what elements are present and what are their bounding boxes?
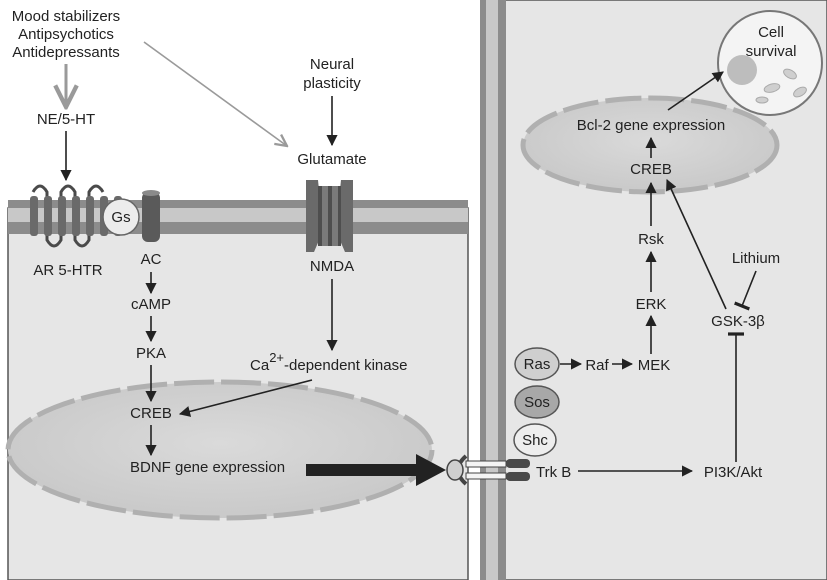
nmda-label: NMDA <box>310 258 354 275</box>
right-membrane-inner <box>486 0 498 580</box>
ras-node <box>514 347 560 381</box>
drug-label-antidepressants: Antidepressants <box>12 44 120 61</box>
arrow-gsk3b-to-creb <box>666 178 727 310</box>
arrow-bdnf-to-trkb <box>306 454 446 486</box>
left-nuclear-envelope <box>5 379 435 521</box>
kinase-text: -dependent kinase <box>284 357 407 374</box>
receptor-label: AR 5-HTR <box>33 262 102 279</box>
glutamate-label: Glutamate <box>297 151 366 168</box>
bcl2-label: Bcl-2 gene expression <box>577 117 725 134</box>
surviving-cell-icon <box>717 10 823 116</box>
drug-label-antipsychotics: Antipsychotics <box>18 26 114 43</box>
ne-5ht-label: NE/5-HT <box>37 111 95 128</box>
arrow-kinase-to-creb <box>178 379 313 417</box>
left-creb-label: CREB <box>130 405 172 422</box>
ac-label: AC <box>141 251 162 268</box>
trkb-label: Trk B <box>536 464 571 481</box>
nmda-receptor-icon <box>306 180 353 252</box>
neural-label: Neural <box>310 56 354 73</box>
mek-label: MEK <box>638 357 671 374</box>
rsk-label: Rsk <box>638 231 664 248</box>
sos-label: Sos <box>524 394 550 411</box>
gs-label: Gs <box>111 209 130 226</box>
drug-label-mood-stabilizers: Mood stabilizers <box>12 8 120 25</box>
shc-label: Shc <box>522 432 548 449</box>
arrow-bcl2-to-cell-survival <box>667 71 724 111</box>
inhibit-lithium-gsk3b <box>733 270 757 311</box>
lithium-label: Lithium <box>732 250 780 267</box>
plasticity-label: plasticity <box>303 75 361 92</box>
sos-node <box>514 385 560 419</box>
left-nucleus <box>8 382 432 518</box>
arrow-drugs-to-glutamate <box>143 41 287 146</box>
pka-label: PKA <box>136 345 166 362</box>
ca-text: Ca <box>250 357 270 374</box>
shc-node <box>513 423 557 457</box>
camp-label: cAMP <box>131 296 171 313</box>
gs-protein-icon <box>102 198 140 236</box>
ca-kinase-label: Ca2+-dependent kinase <box>250 350 407 374</box>
pi3k-label: PI3K/Akt <box>704 464 763 481</box>
gsk3b-label: GSK-3β <box>711 313 765 330</box>
ras-label: Ras <box>524 356 551 373</box>
bdnf-label: BDNF gene expression <box>130 459 285 476</box>
ca-superscript: 2+ <box>269 350 284 365</box>
right-creb-label: CREB <box>630 161 672 178</box>
cell-label: Cell <box>758 24 784 41</box>
raf-label: Raf <box>585 357 609 374</box>
survival-label: survival <box>746 43 797 60</box>
erk-label: ERK <box>636 296 667 313</box>
adenylyl-cyclase-icon <box>142 190 160 242</box>
trkb-receptor-icon <box>446 454 530 486</box>
